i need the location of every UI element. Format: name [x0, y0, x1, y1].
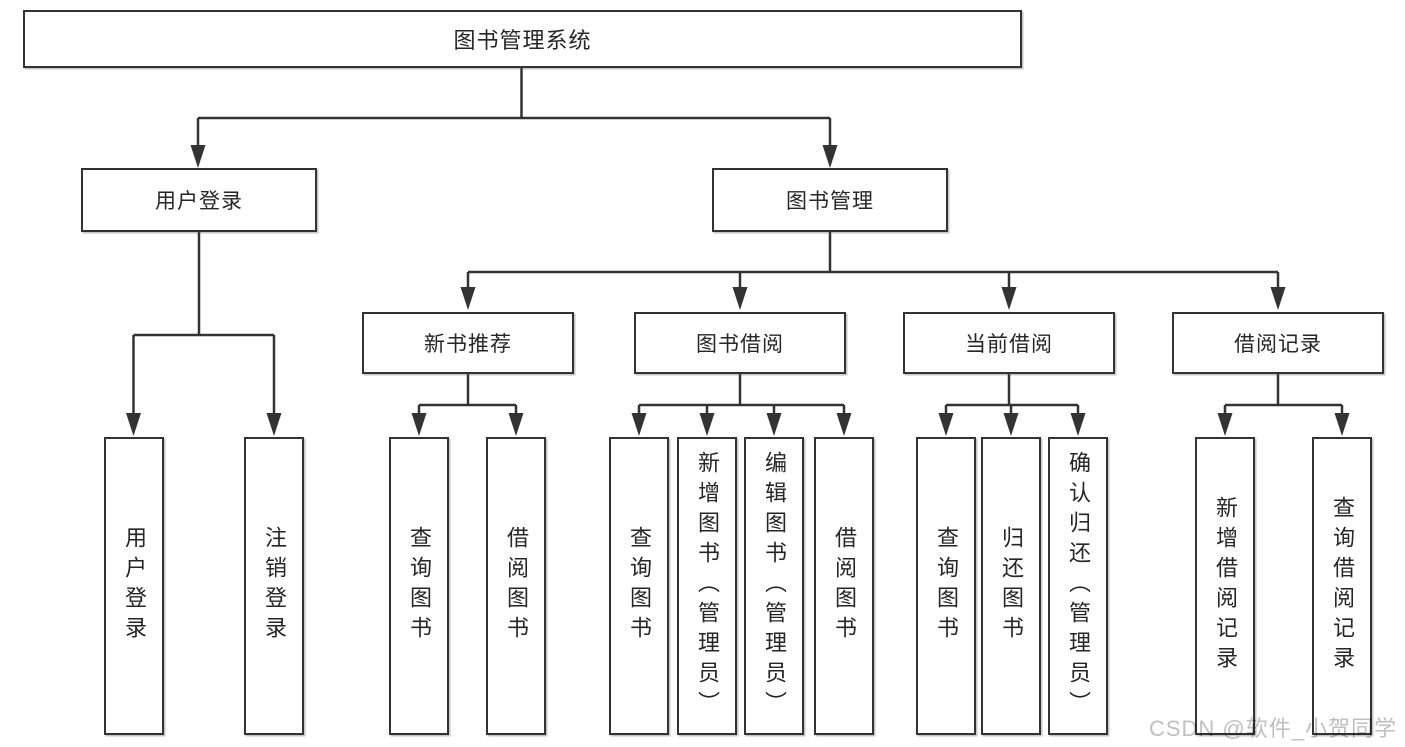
node-label: 图书管理系统 — [453, 28, 592, 53]
node-label: 借阅记录 — [1234, 333, 1322, 356]
node-book-management: 图书管理 — [712, 168, 948, 232]
node-label: 编辑图书（管理员） — [762, 451, 787, 721]
node-current-borrowing: 当前借阅 — [903, 312, 1115, 374]
arrowhead-icon — [190, 145, 206, 168]
arrowhead-icon — [508, 413, 524, 436]
node-label: 查询图书 — [934, 526, 959, 646]
node-borrowing-records: 借阅记录 — [1172, 312, 1384, 374]
node-label: 查询图书 — [627, 526, 652, 646]
arrowhead-icon — [1003, 413, 1019, 436]
leaf-query-borrow-record: 查询借阅记录 — [1312, 437, 1372, 735]
node-book-borrowing: 图书借阅 — [634, 312, 846, 374]
csdn-watermark: CSDN @软件_小贺同学 — [1148, 716, 1397, 741]
arrowhead-icon — [1270, 287, 1286, 310]
node-label: 确认归还（管理员） — [1066, 451, 1091, 721]
node-library-management-system: 图书管理系统 — [23, 10, 1022, 68]
leaf-return-book: 归还图书 — [981, 437, 1041, 735]
node-label: 当前借阅 — [965, 333, 1053, 356]
arrowhead-icon — [631, 413, 647, 436]
node-label: 归还图书 — [999, 526, 1024, 646]
arrowhead-icon — [460, 287, 476, 310]
node-label: 借阅图书 — [504, 526, 529, 646]
leaf-confirm-return-admin: 确认归还（管理员） — [1048, 437, 1108, 735]
arrowhead-icon — [766, 413, 782, 436]
arrowhead-icon — [822, 145, 838, 168]
node-user-login: 用户登录 — [81, 168, 317, 232]
node-label: 图书借阅 — [696, 333, 784, 356]
arrowhead-icon — [126, 413, 141, 436]
leaf-edit-book-admin: 编辑图书（管理员） — [744, 437, 804, 735]
leaf-query-books-current: 查询图书 — [916, 437, 976, 735]
leaf-add-borrow-record: 新增借阅记录 — [1195, 437, 1255, 735]
node-label: 查询图书 — [407, 526, 432, 646]
node-label: 图书管理 — [786, 190, 874, 213]
arrowhead-icon — [732, 287, 748, 310]
arrowhead-icon — [1334, 413, 1350, 436]
arrowhead-icon — [411, 413, 427, 436]
leaf-query-books-recommend: 查询图书 — [389, 437, 449, 735]
node-label: 新增借阅记录 — [1213, 496, 1238, 676]
node-new-book-recommendation: 新书推荐 — [362, 312, 574, 374]
arrowhead-icon — [699, 413, 715, 436]
arrowhead-icon — [1001, 287, 1017, 310]
arrowhead-icon — [1070, 413, 1086, 436]
leaf-logout-login: 注销登录 — [244, 437, 304, 735]
arrowhead-icon — [1217, 413, 1233, 436]
leaf-query-books-borrowing: 查询图书 — [609, 437, 669, 735]
node-label: 用户登录 — [155, 190, 243, 213]
node-label: 借阅图书 — [832, 526, 857, 646]
leaf-borrow-books-borrowing: 借阅图书 — [814, 437, 874, 735]
leaf-user-login: 用户登录 — [104, 437, 164, 735]
node-label: 用户登录 — [122, 526, 147, 646]
node-label: 新增图书（管理员） — [695, 451, 720, 721]
leaf-add-book-admin: 新增图书（管理员） — [677, 437, 737, 735]
arrowhead-icon — [266, 413, 282, 436]
leaf-borrow-books-recommend: 借阅图书 — [486, 437, 546, 735]
arrowhead-icon — [938, 413, 954, 436]
node-label: 新书推荐 — [424, 333, 512, 356]
arrowhead-icon — [836, 413, 852, 436]
node-label: 注销登录 — [262, 526, 287, 646]
node-label: 查询借阅记录 — [1330, 496, 1355, 676]
